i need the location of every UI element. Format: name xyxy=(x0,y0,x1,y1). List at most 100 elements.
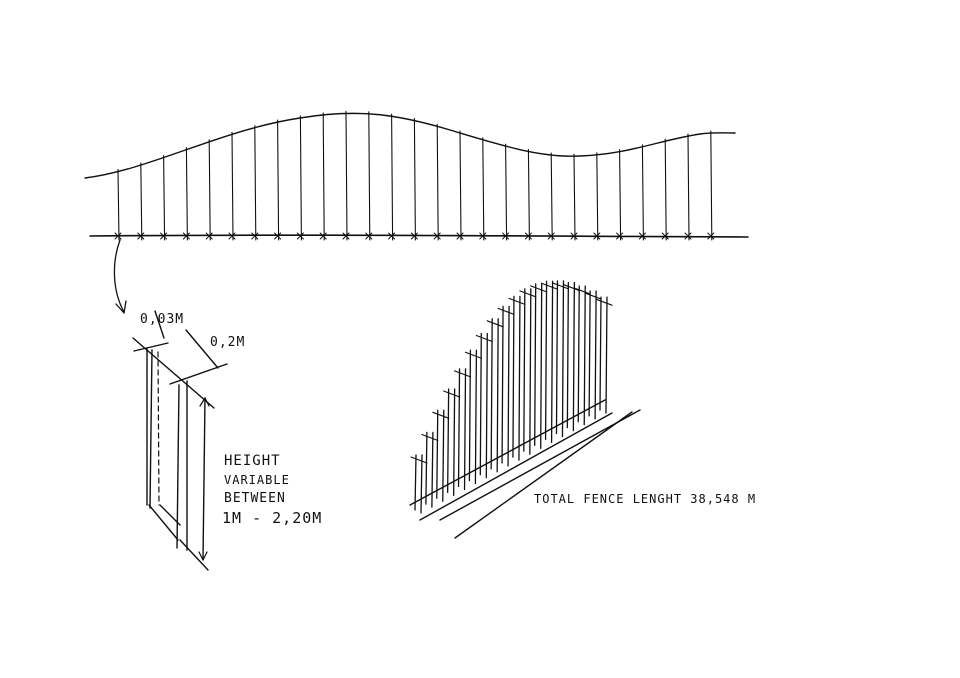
thickness-label: 0,03M xyxy=(140,312,184,327)
perspective-post xyxy=(446,388,450,494)
post-anchor-mark xyxy=(228,232,236,240)
fence-post xyxy=(208,139,211,241)
detail-arrow xyxy=(113,239,125,313)
perspective-post xyxy=(420,454,423,514)
perspective-post xyxy=(534,283,537,446)
perspective-post xyxy=(566,281,570,429)
perspective-post xyxy=(468,349,472,482)
post-top xyxy=(573,287,591,295)
perspective-post xyxy=(496,318,499,473)
perspective-post xyxy=(485,332,488,479)
post-anchor-mark xyxy=(365,232,373,240)
post-anchor-mark xyxy=(456,232,464,240)
fence-post xyxy=(231,131,234,241)
perspective-post xyxy=(507,305,510,467)
perspective-post xyxy=(555,280,559,435)
height-label-line-2: VARIABLE xyxy=(224,473,290,487)
post-top xyxy=(486,320,504,328)
fence-post xyxy=(368,111,371,241)
perspective-post xyxy=(550,280,554,444)
post-anchor-mark xyxy=(251,232,259,240)
fence-post xyxy=(687,133,690,241)
ground-line xyxy=(89,234,749,238)
fence-post xyxy=(550,152,553,241)
post-anchor-mark xyxy=(502,232,510,240)
fence-elevation xyxy=(84,110,749,241)
post-anchor-mark xyxy=(410,232,418,240)
fence-post xyxy=(140,162,143,241)
fence-post xyxy=(391,113,394,241)
fence-post xyxy=(322,112,325,241)
post-top xyxy=(508,297,526,305)
fence-post xyxy=(459,130,462,241)
post-top xyxy=(464,351,482,359)
perspective-post xyxy=(479,332,482,476)
perspective-post xyxy=(457,368,461,488)
post-top xyxy=(541,282,559,290)
fence-post xyxy=(254,125,257,241)
post-anchor-mark xyxy=(296,232,304,240)
total-length-label: TOTAL FENCE LENGHT 38,548 M xyxy=(534,492,756,506)
post-anchor-mark xyxy=(137,232,145,240)
height-label-line-1: HEIGHT xyxy=(224,453,281,469)
perspective-post xyxy=(442,409,445,502)
length-dimension-line xyxy=(454,411,633,539)
post-anchor-mark xyxy=(661,232,669,240)
post-anchor-mark xyxy=(182,232,190,240)
post-anchor-mark xyxy=(114,232,122,240)
post-anchor-mark xyxy=(616,232,624,240)
perspective-post xyxy=(540,283,543,449)
post-top xyxy=(453,370,472,378)
perspective-post xyxy=(523,288,526,452)
post-anchor-mark xyxy=(593,232,601,240)
height-label-line-4: 1M - 2,20M xyxy=(222,509,322,527)
perspective-post xyxy=(425,431,428,505)
post-anchor-mark xyxy=(570,232,578,240)
perspective-post xyxy=(583,285,586,426)
perspective-post xyxy=(599,296,602,411)
post-top xyxy=(519,290,537,298)
fence-post xyxy=(436,123,439,241)
height-label-line-3: BETWEEN xyxy=(224,491,286,506)
perspective-post xyxy=(474,349,478,485)
post-top xyxy=(443,390,461,398)
perspective-post xyxy=(414,454,417,511)
post-anchor-mark xyxy=(684,232,692,240)
perspective-post xyxy=(605,296,608,414)
post-top xyxy=(551,282,570,290)
post-detail: 0,03M 0,2M HEIGHT VARIABLE BETWEEN 1M - … xyxy=(132,310,322,571)
fence-post xyxy=(277,119,280,241)
post-anchor-mark xyxy=(274,232,282,240)
fence-post xyxy=(710,130,713,241)
fence-post xyxy=(185,147,188,241)
perspective-post xyxy=(561,280,565,438)
post-anchor-mark xyxy=(479,232,487,240)
post-anchor-mark xyxy=(160,232,168,240)
post-top xyxy=(497,307,515,315)
fence-post xyxy=(163,155,166,241)
fence-perspective: TOTAL FENCE LENGHT 38,548 M xyxy=(409,280,756,539)
post-anchor-mark xyxy=(319,232,327,240)
perspective-post xyxy=(588,290,591,417)
perspective-post xyxy=(512,295,515,458)
post-anchor-mark xyxy=(524,232,532,240)
perspective-post xyxy=(436,409,439,499)
post-top xyxy=(421,433,439,442)
post-anchor-mark xyxy=(707,232,715,240)
fence-post xyxy=(117,169,120,241)
perspective-post xyxy=(577,285,580,423)
fence-post xyxy=(345,110,348,241)
fence-post xyxy=(482,137,485,241)
perspective-post xyxy=(490,318,493,470)
post-anchor-mark xyxy=(547,232,555,240)
post-top xyxy=(595,298,613,306)
perspective-post xyxy=(501,305,504,464)
fence-posts xyxy=(114,110,715,241)
perspective-post xyxy=(518,295,521,461)
fence-post xyxy=(641,144,644,241)
perspective-post xyxy=(463,368,467,491)
post-anchor-mark xyxy=(433,232,441,240)
post-anchor-mark xyxy=(388,232,396,240)
